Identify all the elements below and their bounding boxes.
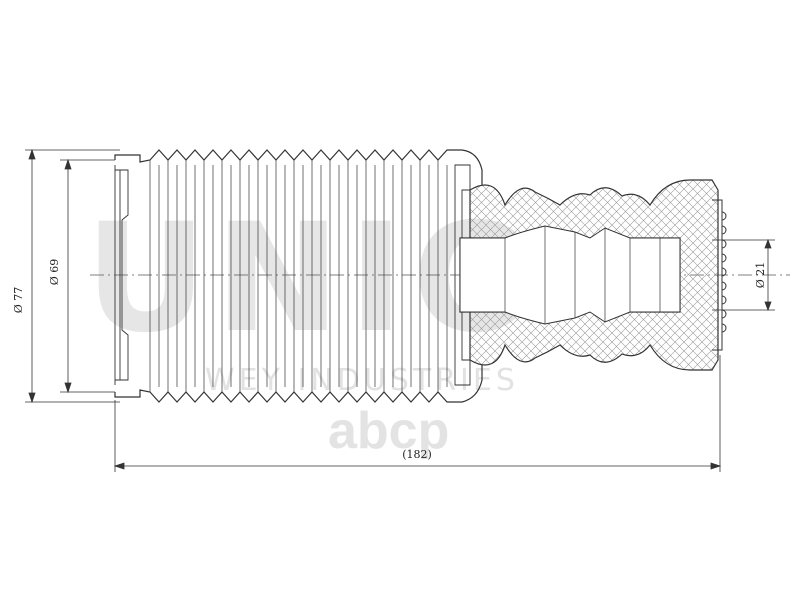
- watermark-subtitle: WEY INDUSTRIES: [205, 363, 519, 398]
- bellows-boot: [114, 149, 483, 403]
- bump-stop: [459, 179, 727, 371]
- bellows-pleat-lines: [149, 160, 448, 392]
- watermark-store: abcp: [328, 402, 449, 460]
- bellows-inner-wall: [114, 165, 121, 385]
- dimension-outer-diameter: [25, 148, 120, 404]
- label-overall-length: (182): [402, 448, 432, 461]
- bellows-cuff: [115, 169, 129, 381]
- watermark-store-logo: abcp: [328, 402, 449, 460]
- label-bore-diameter: Ø 21: [754, 262, 767, 289]
- label-inner-diameter: Ø 69: [48, 259, 61, 286]
- bore-profile: [459, 225, 681, 325]
- end-cap: [712, 199, 727, 351]
- dimension-bore-diameter: [712, 238, 775, 312]
- dimension-overall-length: [113, 355, 722, 472]
- bellows-outer-outline: [114, 149, 483, 185]
- bellows-outer-outline-bottom: [114, 365, 483, 403]
- dimension-inner-diameter: [60, 158, 115, 394]
- bore-section-lines: [504, 226, 661, 324]
- boot-shoulder: [454, 164, 471, 386]
- label-outer-diameter: Ø 77: [12, 287, 25, 314]
